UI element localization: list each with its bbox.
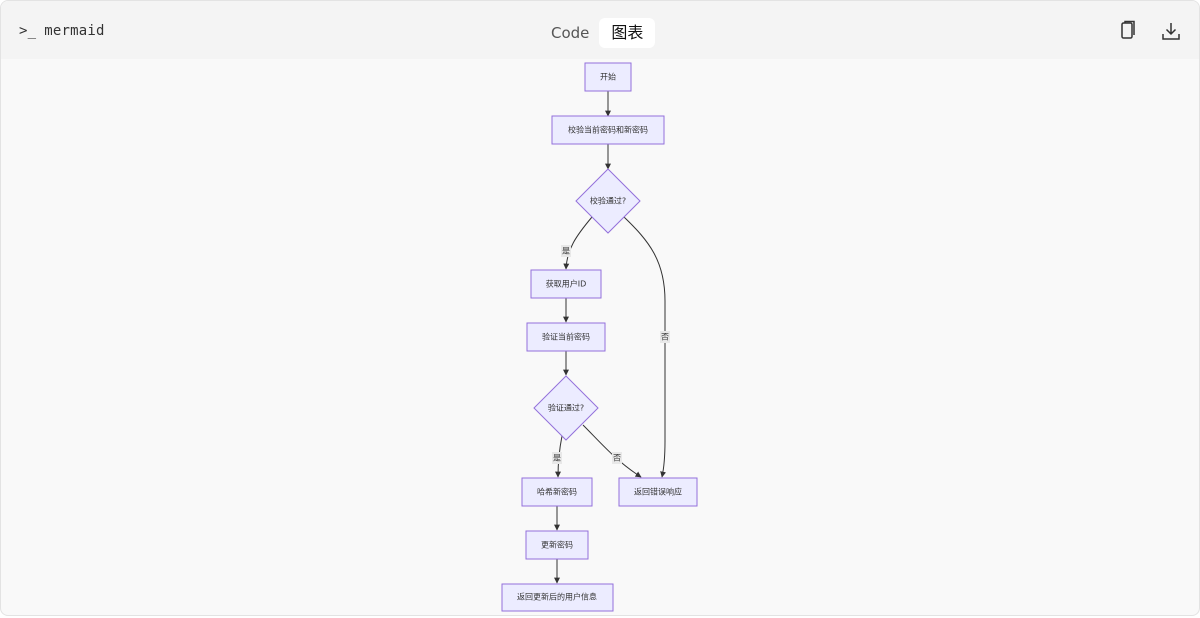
node-validate-input: 校验当前密码和新密码 [551, 115, 665, 145]
terminal-prompt-icon: >_ [19, 23, 37, 39]
tab-code[interactable]: Code [551, 24, 590, 42]
node-validate-decision: 校验通过? [575, 168, 641, 234]
node-label: 获取用户ID [546, 279, 587, 289]
edge-label-text: 是 [553, 454, 561, 463]
edge-label-validate-no: 否 [660, 331, 670, 343]
edge-verify-no [582, 424, 642, 478]
edge-label-text: 是 [562, 247, 570, 256]
node-verify-decision: 验证通过? [533, 375, 599, 441]
node-label: 更新密码 [541, 540, 573, 550]
language-name: mermaid [44, 23, 105, 39]
node-verify-current: 验证当前密码 [526, 322, 606, 352]
node-update-password: 更新密码 [525, 530, 589, 560]
node-return-user: 返回更新后的用户信息 [501, 583, 614, 612]
node-return-error: 返回错误响应 [618, 477, 698, 507]
edge-validate-no [623, 216, 667, 478]
node-label: 校验通过? [590, 196, 626, 206]
language-label: >_ mermaid [19, 23, 105, 39]
node-label: 哈希新密码 [537, 487, 577, 497]
node-label: 返回更新后的用户信息 [517, 592, 597, 602]
copy-icon[interactable] [1115, 19, 1139, 43]
tab-diagram[interactable]: 图表 [599, 18, 656, 48]
node-hash-new: 哈希新密码 [521, 477, 593, 507]
edge-label-verify-no: 否 [612, 452, 622, 464]
node-get-user-id: 获取用户ID [530, 269, 602, 299]
node-label: 返回错误响应 [634, 487, 682, 497]
edge-label-verify-yes: 是 [552, 452, 562, 464]
node-label: 验证当前密码 [542, 332, 590, 342]
node-label: 验证通过? [548, 403, 584, 413]
download-icon[interactable] [1159, 19, 1183, 43]
node-start: 开始 [584, 62, 632, 92]
view-tabs: Code 图表 [541, 18, 656, 48]
flowchart-diagram: 是 否 是 否 开始 校验当前密码和新密码 校验通过? 获取用户I [501, 62, 698, 612]
node-label: 开始 [600, 72, 616, 82]
edge-label-text: 否 [613, 454, 621, 463]
node-label: 校验当前密码和新密码 [568, 125, 648, 135]
edge-label-validate-yes: 是 [561, 245, 571, 257]
code-block-header: >_ mermaid Code 图表 [1, 1, 1199, 59]
edge-label-text: 否 [661, 333, 669, 342]
edge-validate-yes [563, 216, 593, 270]
